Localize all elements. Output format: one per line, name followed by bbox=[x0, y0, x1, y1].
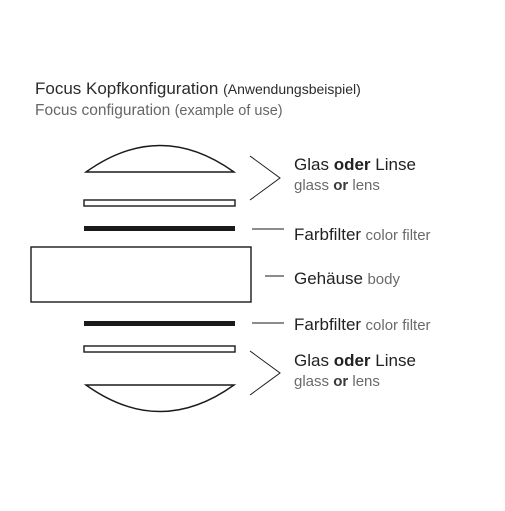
bottom-glass-en-a: glass bbox=[294, 373, 330, 390]
top-glass-en-a: glass bbox=[294, 177, 330, 194]
diagram-subtitle: Focus configuration (example of use) bbox=[35, 102, 283, 120]
subtitle-paren: (example of use) bbox=[174, 103, 283, 119]
top-glass-leader bbox=[249, 155, 281, 201]
housing-body bbox=[30, 246, 252, 303]
title-paren: (Anwendungsbeispiel) bbox=[223, 81, 361, 97]
top-glass-en-b: lens bbox=[352, 177, 380, 194]
top-glass-label: Glas oder Linse glass or lens bbox=[294, 154, 416, 196]
bottom-glass-plate bbox=[83, 345, 236, 353]
top-lens bbox=[83, 144, 237, 173]
title-main: Focus Kopfkonfiguration bbox=[35, 79, 219, 98]
top-filter-de: Farbfilter bbox=[294, 225, 362, 244]
top-glass-en-bold: or bbox=[333, 177, 349, 194]
bottom-glass-de-a: Glas bbox=[294, 351, 329, 370]
subtitle-main: Focus configuration bbox=[35, 102, 171, 119]
top-filter-label: Farbfilter color filter bbox=[294, 225, 431, 245]
bottom-glass-leader bbox=[249, 350, 281, 396]
bottom-lens bbox=[83, 384, 237, 413]
bottom-color-filter bbox=[84, 321, 235, 326]
bottom-glass-de-bold: oder bbox=[333, 351, 371, 370]
diagram-title: Focus Kopfkonfiguration (Anwendungsbeisp… bbox=[35, 79, 361, 99]
housing-de: Gehäuse bbox=[294, 269, 363, 288]
bottom-glass-en-bold: or bbox=[333, 373, 349, 390]
top-glass-de-a: Glas bbox=[294, 155, 329, 174]
bottom-glass-de-b: Linse bbox=[375, 351, 416, 370]
bottom-filter-en: color filter bbox=[365, 317, 431, 334]
top-glass-de-bold: oder bbox=[333, 155, 371, 174]
top-color-filter bbox=[84, 226, 235, 231]
bottom-glass-label: Glas oder Linse glass or lens bbox=[294, 350, 416, 392]
housing-en: body bbox=[367, 271, 400, 288]
bottom-filter-label: Farbfilter color filter bbox=[294, 315, 431, 335]
top-glass-de-b: Linse bbox=[375, 155, 416, 174]
top-filter-en: color filter bbox=[365, 227, 431, 244]
housing-label: Gehäuse body bbox=[294, 269, 400, 289]
bottom-glass-en-b: lens bbox=[352, 373, 380, 390]
bottom-filter-de: Farbfilter bbox=[294, 315, 362, 334]
top-glass-plate bbox=[83, 199, 236, 207]
